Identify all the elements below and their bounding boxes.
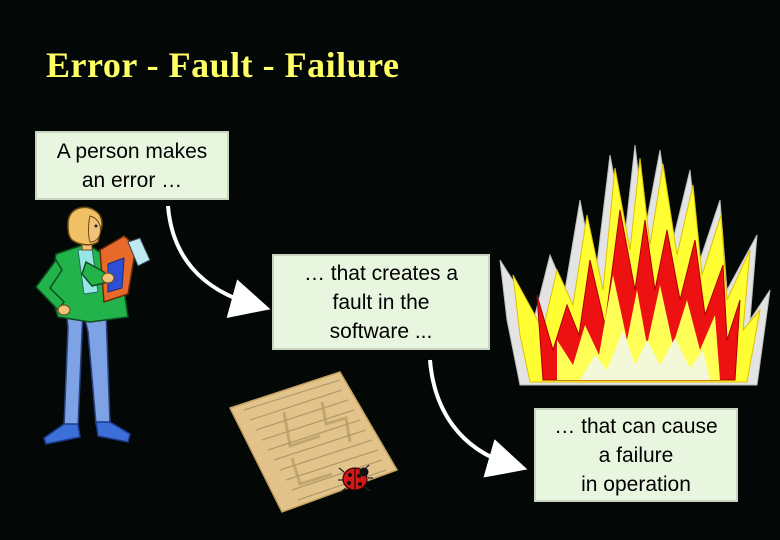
fault-box: … that creates a fault in the software .…: [272, 254, 490, 350]
page-title: Error - Fault - Failure: [46, 45, 400, 85]
error-line-2: an error …: [81, 168, 183, 192]
fire-icon: [499, 144, 771, 386]
arrow-error-to-fault: [166, 205, 271, 318]
fault-line-2: fault in the: [332, 290, 430, 314]
error-line-1: A person makes: [56, 139, 208, 163]
arrow-fault-to-failure: [428, 359, 528, 478]
fault-line-1: … that creates a: [303, 261, 459, 285]
fault-line-3: software ...: [329, 319, 433, 343]
ladybug-icon: [338, 464, 373, 493]
error-box: A person makes an error …: [35, 131, 229, 200]
failure-line-3: in operation: [581, 472, 691, 496]
person-icon: [35, 206, 151, 445]
failure-line-2: a failure: [598, 443, 674, 467]
failure-line-1: … that can cause: [554, 414, 718, 438]
failure-box: … that can cause a failure in operation: [534, 408, 738, 502]
